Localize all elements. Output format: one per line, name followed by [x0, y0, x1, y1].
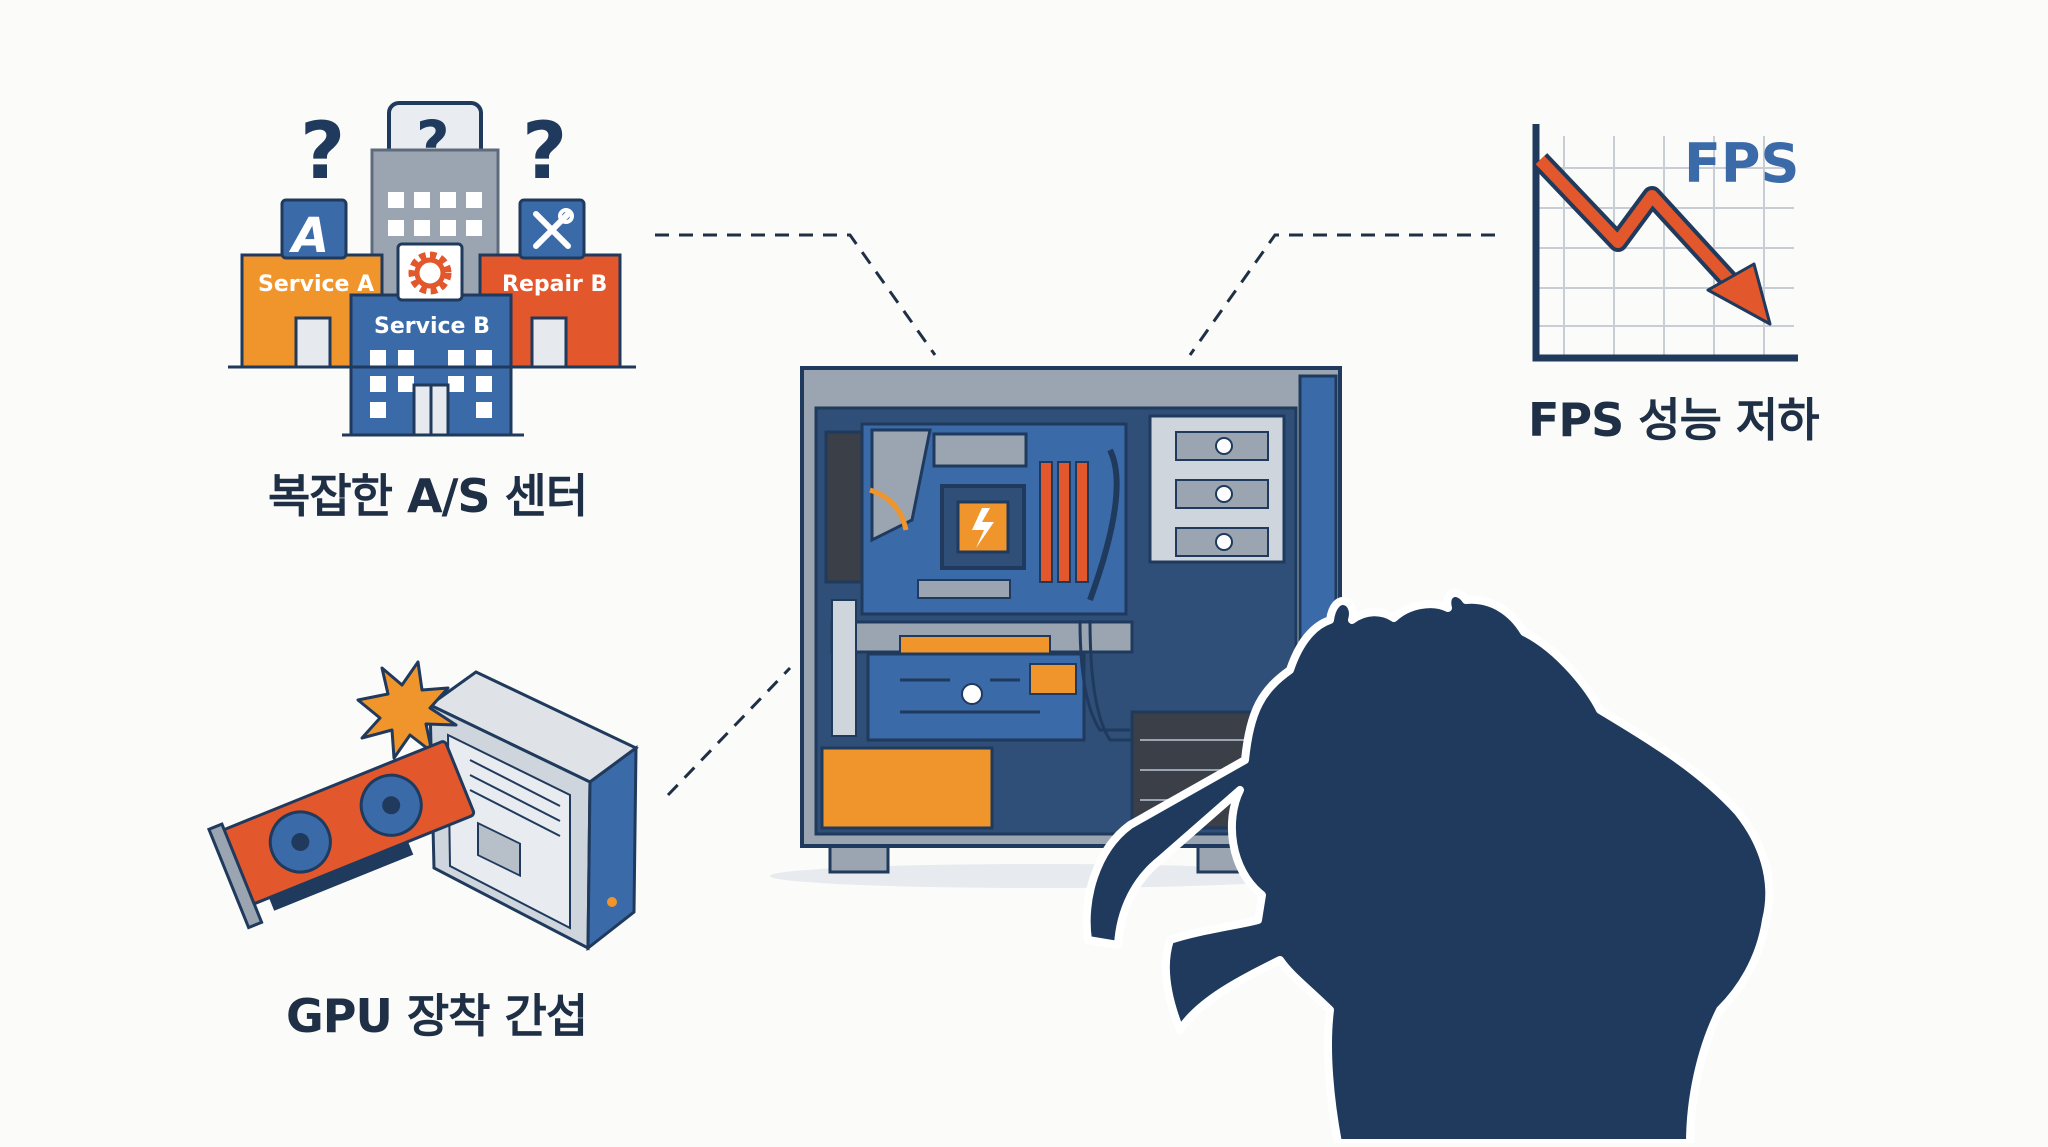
explosion-icon: [356, 660, 458, 760]
power-supply: [820, 746, 994, 830]
fps-drop-caption: FPS 성능 저하: [1528, 393, 1820, 447]
service-b-building: Service B: [349, 242, 513, 437]
service-b-label: Service B: [374, 314, 490, 339]
wrench-screwdriver-icon: [533, 208, 574, 249]
gpu-interference-caption: GPU 장착 간섭: [286, 989, 588, 1043]
fps-chart: FPS: [1532, 124, 1799, 362]
frustrated-person-silhouette: [1082, 589, 1774, 1147]
service-a-logo: A: [288, 208, 329, 264]
service-a-building: A Service A: [240, 198, 384, 369]
gear-icon: [408, 251, 452, 295]
question-mark-icon: ?: [300, 107, 345, 197]
drive-bays: [1148, 414, 1286, 564]
question-mark-icon: ?: [522, 107, 567, 197]
small-pc-case: [427, 670, 639, 952]
connector-service-centers: [655, 233, 937, 356]
service-center-caption: 복잡한 A/S 센터: [268, 469, 588, 523]
repair-b-label: Repair B: [502, 272, 607, 297]
fps-chart-label: FPS: [1684, 132, 1799, 195]
central-pc: [770, 366, 1342, 888]
service-centers-group: ? ? ? A Service A: [228, 101, 636, 437]
motherboard: [860, 422, 1128, 616]
chart-axes: [1532, 124, 1798, 362]
gpu-interference-group: [206, 660, 639, 952]
connector-gpu: [666, 666, 792, 797]
inner-gpu: [830, 599, 1134, 742]
gpu-card: [206, 740, 476, 930]
connector-lines: [655, 233, 1495, 797]
service-a-label: Service A: [258, 272, 374, 297]
connector-fps: [1188, 233, 1495, 356]
